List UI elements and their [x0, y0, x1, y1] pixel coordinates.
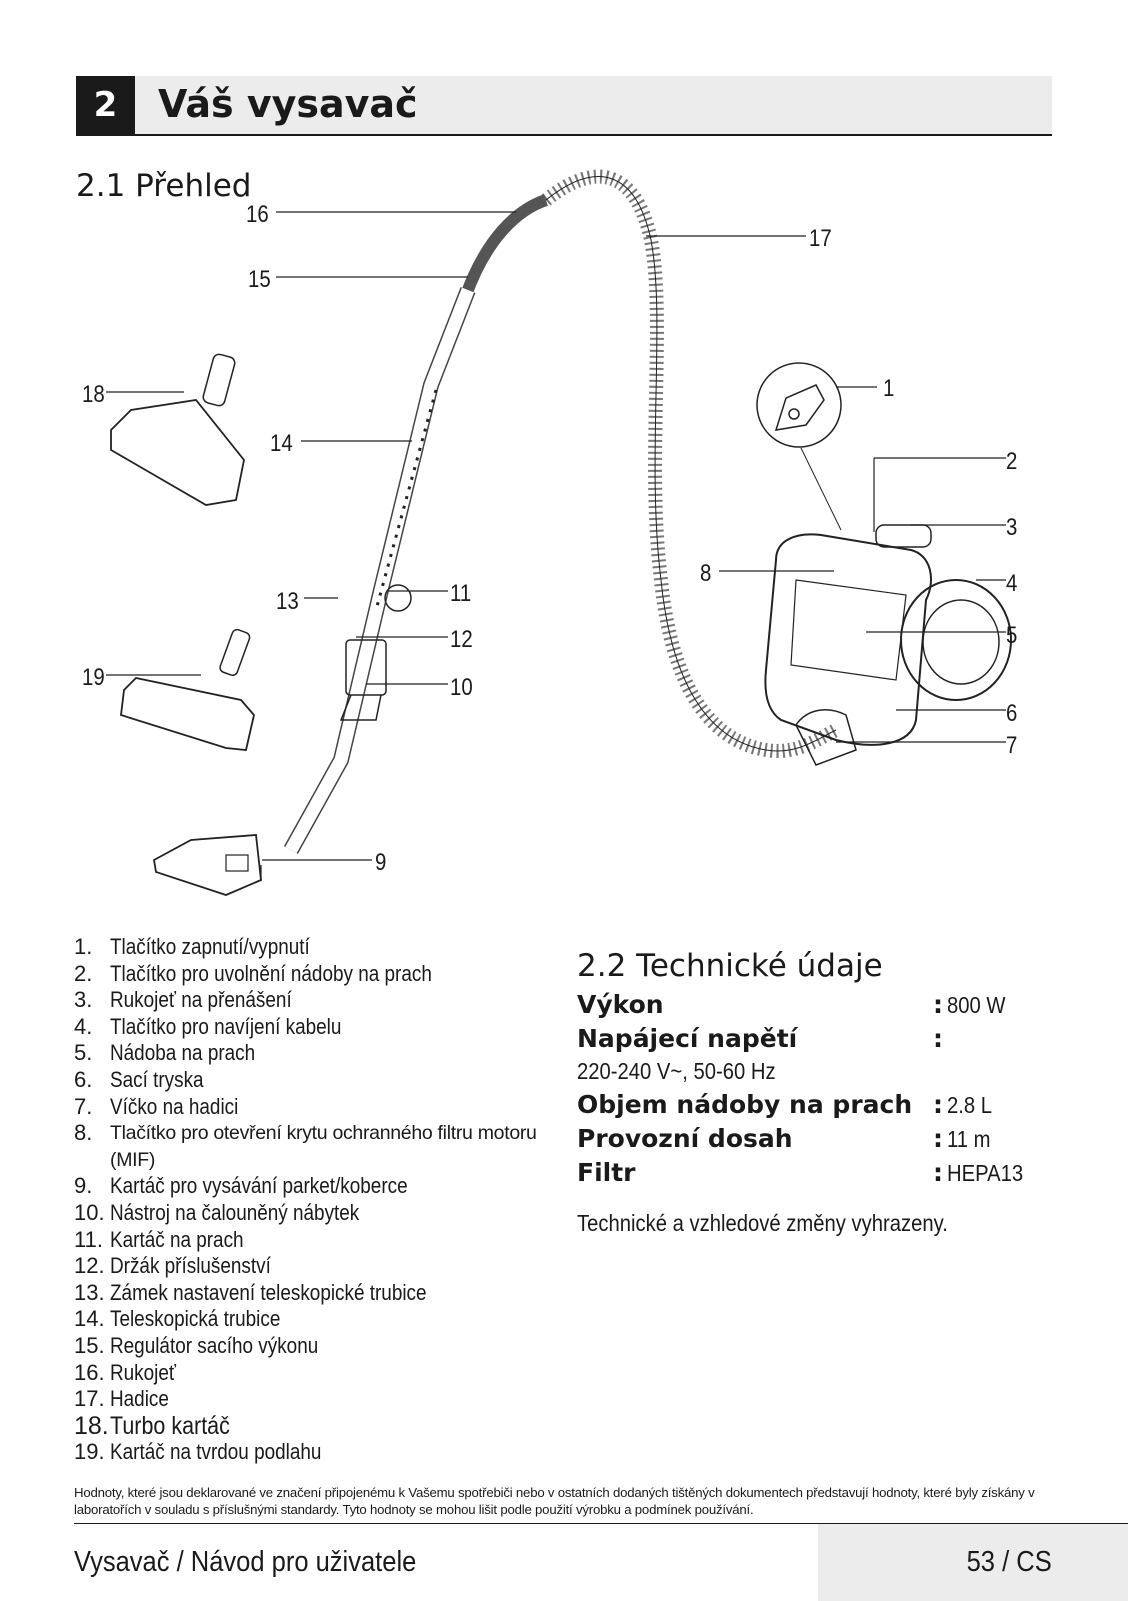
hard-floor-brush-drawing	[120, 677, 255, 751]
section-overview-title: 2.1 Přehled	[76, 168, 252, 204]
list-item: 16.Rukojeť	[74, 1359, 176, 1385]
spec-value: 11 m	[947, 1126, 991, 1152]
spec-colon: :	[933, 1024, 943, 1053]
callout-9: 9	[375, 849, 387, 876]
spec-label: Provozní dosah	[577, 1124, 793, 1153]
list-item: 10.Nástroj na čalouněný nábytek	[74, 1199, 360, 1225]
handle-drawing	[460, 194, 549, 298]
callout-16: 16	[246, 201, 269, 228]
chapter-header: 2 Váš vysavač	[76, 76, 1052, 136]
footer-page-box	[818, 1524, 1128, 1601]
callout-17: 17	[809, 225, 832, 252]
list-item: 11.Kartáč na prach	[74, 1226, 244, 1252]
spec-label: Napájecí napětí	[577, 1024, 798, 1053]
spec-row-voltage: Napájecí napětí :	[577, 1024, 1037, 1058]
list-item: 17.Hadice	[74, 1386, 169, 1412]
spec-colon: :	[933, 990, 943, 1019]
list-item: 19.Kartáč na tvrdou podlahu	[74, 1439, 322, 1465]
spec-label: Objem nádoby na prach	[577, 1090, 913, 1119]
spec-value: HEPA13	[947, 1160, 1024, 1186]
power-button-detail-drawing	[756, 362, 842, 448]
disclaimer: Hodnoty, které jsou deklarované ve znače…	[74, 1485, 1035, 1517]
parts-list: 1.Tlačítko zapnutí/vypnutí 2.Tlačítko pr…	[74, 934, 574, 1466]
callout-6: 6	[1006, 700, 1018, 727]
list-item: 12.Držák příslušenství	[74, 1253, 271, 1279]
callout-18: 18	[82, 381, 105, 408]
turbo-brush-drawing	[110, 399, 245, 506]
list-item: 1.Tlačítko zapnutí/vypnutí	[74, 934, 310, 959]
list-item: 7.Víčko na hadici	[74, 1093, 239, 1119]
spec-value: 2.8 L	[947, 1092, 993, 1118]
spec-label: Výkon	[577, 990, 664, 1019]
callout-15: 15	[248, 266, 271, 293]
callout-19: 19	[82, 664, 105, 691]
callout-8: 8	[700, 560, 712, 587]
spec-label: Filtr	[577, 1158, 636, 1187]
list-item: 15.Regulátor sacího výkonu	[74, 1332, 319, 1358]
footer-document-title: Vysavač / Návod pro uživatele	[74, 1546, 417, 1578]
chapter-number: 2	[76, 76, 135, 134]
spec-colon: :	[933, 1124, 943, 1153]
list-item: 18.Turbo kartáč	[74, 1411, 230, 1440]
footer-rule	[74, 1523, 1128, 1524]
spec-row-capacity: Objem nádoby na prach : 2.8 L	[577, 1090, 1037, 1124]
list-item: 4.Tlačítko pro navíjení kabelu	[74, 1013, 342, 1039]
footer-page-number: 53 / CS	[966, 1546, 1052, 1578]
callout-14: 14	[270, 430, 293, 457]
spec-value-voltage: 220-240 V~, 50-60 Hz	[577, 1058, 776, 1084]
list-item: 3.Rukojeť na přenášení	[74, 987, 292, 1013]
callout-11: 11	[450, 580, 472, 607]
callout-7: 7	[1006, 732, 1018, 759]
callout-3: 3	[1006, 514, 1018, 541]
callout-2: 2	[1006, 448, 1018, 475]
section-specs-title: 2.2 Technické údaje	[577, 948, 883, 984]
vacuum-overview-figure: 1 2 3 4 5 6 7 8 9 10 11 12 13 14 15 16 1…	[76, 160, 1052, 920]
spec-colon: :	[933, 1090, 943, 1119]
callout-12: 12	[450, 626, 473, 653]
callout-leader-lines	[106, 211, 1006, 861]
vacuum-body-drawing	[764, 533, 932, 746]
spec-table: Výkon : 800 W Napájecí napětí : 220-240 …	[577, 990, 1037, 1192]
list-item: 6.Sací tryska	[74, 1066, 204, 1092]
spec-colon: :	[933, 1158, 943, 1187]
vacuum-illustration	[106, 169, 1012, 896]
spec-row-range: Provozní dosah : 11 m	[577, 1124, 1037, 1158]
list-item: 14.Teleskopická trubice	[74, 1306, 281, 1332]
callout-1: 1	[883, 375, 895, 402]
callout-10: 10	[450, 674, 473, 701]
list-item: 5.Nádoba na prach	[74, 1040, 256, 1066]
callout-5: 5	[1006, 622, 1018, 649]
callout-4: 4	[1006, 570, 1018, 597]
accessory-holder-drawing	[345, 639, 387, 696]
list-item: 13.Zámek nastavení teleskopické trubice	[74, 1279, 427, 1305]
spec-row-power: Výkon : 800 W	[577, 990, 1037, 1024]
list-item: 8.Tlačítko pro otevření krytu ochranného…	[74, 1120, 537, 1171]
floor-brush-drawing	[153, 834, 262, 896]
spec-row-filter: Filtr : HEPA13	[577, 1158, 1037, 1192]
list-item: 2.Tlačítko pro uvolnění nádoby na prach	[74, 960, 432, 986]
spec-value: 800 W	[947, 992, 1006, 1018]
chapter-title: Váš vysavač	[158, 82, 418, 126]
list-item: 9.Kartáč pro vysávání parket/koberce	[74, 1173, 408, 1199]
spec-note: Technické a vzhledové změny vyhrazeny.	[577, 1210, 948, 1236]
callout-13: 13	[276, 588, 299, 615]
